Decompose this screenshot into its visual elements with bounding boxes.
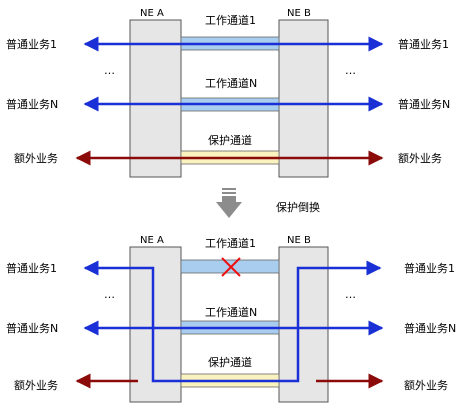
protection-channel-label: 保护通道	[208, 133, 252, 147]
service-n-right-label-switched: 普通业务N	[404, 321, 456, 335]
ne-b-box-switched	[278, 246, 329, 403]
extra-service-left-label: 额外业务	[14, 152, 58, 165]
service-1-left-label: 普通业务1	[6, 37, 57, 51]
working-channel-n-label: 工作通道N	[205, 76, 257, 90]
ne-b-label-switched: NE B	[287, 235, 311, 246]
ellipsis-right-switched: …	[345, 288, 356, 301]
working-channel-1-label: 工作通道1	[205, 13, 256, 27]
service-1-right-label-switched: 普通业务1	[404, 261, 455, 275]
service-n-left-label-switched: 普通业务N	[6, 321, 58, 335]
working-channel-n-label-switched: 工作通道N	[205, 305, 257, 319]
service-1-rerouted-line	[83, 260, 382, 383]
service-n-left-label: 普通业务N	[6, 97, 58, 111]
service-n-right-label: 普通业务N	[398, 97, 450, 111]
ne-a-label: NE A	[140, 8, 164, 19]
switch-indicator: 保护倒换	[216, 188, 320, 218]
ellipsis-left: …	[104, 64, 115, 77]
switch-label: 保护倒换	[276, 200, 320, 214]
down-arrow-icon	[216, 188, 242, 218]
ellipsis-right: …	[345, 64, 356, 77]
fault-x-icon	[221, 257, 241, 277]
service-1-left-label-switched: 普通业务1	[6, 261, 57, 275]
ne-a-box-switched	[129, 246, 182, 403]
ellipsis-left-switched: …	[104, 288, 115, 301]
extra-service-right-label-switched: 额外业务	[404, 379, 448, 392]
ne-b-label: NE B	[287, 8, 311, 19]
extra-service-right-label: 额外业务	[398, 152, 442, 165]
working-channel-1-label-switched: 工作通道1	[205, 236, 256, 250]
protection-channel-label-switched: 保护通道	[208, 355, 252, 369]
ne-a-label-switched: NE A	[140, 235, 164, 246]
normal-state-panel: NE A NE B 工作通道1 工作通道N 保护通道 普通业务1 普通业务1 普…	[6, 8, 450, 178]
switched-state-panel: NE A NE B 工作通道1 工作通道N 保护通道 普通业务1 普通业务1 普…	[6, 235, 456, 403]
service-1-right-label: 普通业务1	[398, 37, 449, 51]
extra-service-left-label-switched: 额外业务	[14, 379, 58, 392]
